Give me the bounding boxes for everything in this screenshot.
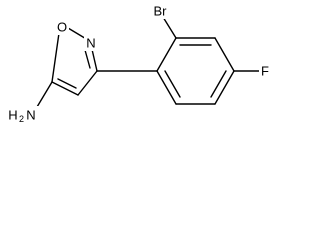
bond-c4-c5-inner [57, 78, 77, 89]
structure-diagram: Br O N F H 2 N [5, 3, 271, 124]
atom-fluorine: F [259, 63, 271, 79]
nitrogen-label: N [86, 36, 95, 51]
atom-amine: H 2 N [5, 106, 39, 124]
bond-c4-c5 [51, 81, 79, 96]
bond-b4-b5 [214, 70, 235, 105]
atom-oxygen: O [55, 19, 69, 35]
bond-c5-nh2 [36, 81, 53, 108]
bond-b4-b5-inner [210, 70, 227, 98]
bond-b3-b4 [214, 37, 235, 72]
amine-h-label: H [8, 108, 17, 123]
bond-b6-b1-inner [164, 70, 181, 98]
bond-b2-br [162, 16, 177, 39]
benzene-ring [156, 37, 235, 105]
bond-n2-c3-inner [84, 49, 91, 69]
fluorine-label: F [261, 64, 269, 79]
bond-b6-b1 [156, 70, 177, 105]
amine-subscript: 2 [19, 114, 24, 124]
bond-c5-o1 [51, 32, 60, 83]
atom-bromine: Br [149, 3, 171, 19]
oxygen-label: O [57, 20, 67, 35]
bond-c3-c4 [77, 70, 98, 96]
bromine-label: Br [154, 4, 168, 19]
amine-n-label: N [26, 108, 35, 123]
bond-b1-b2 [156, 37, 177, 72]
atom-nitrogen: N [84, 35, 98, 51]
